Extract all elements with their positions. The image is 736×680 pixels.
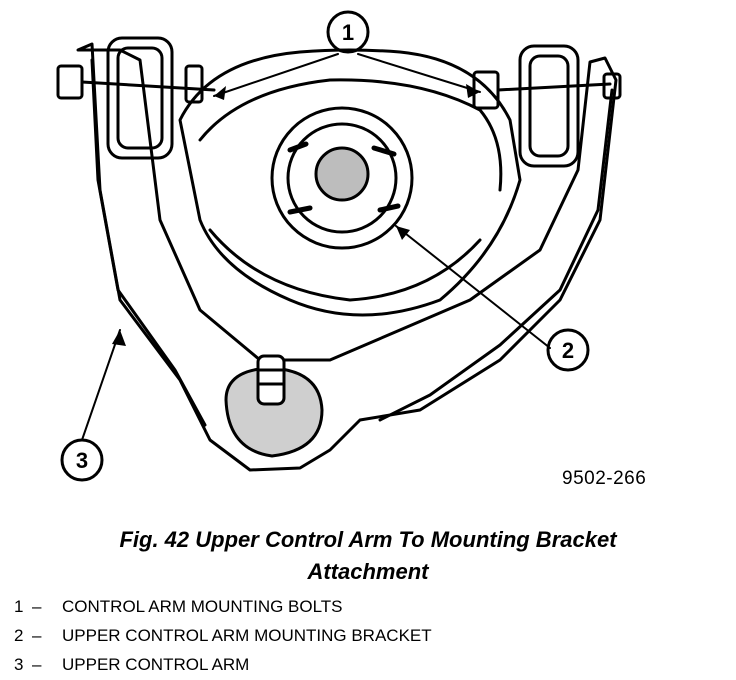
- legend-item: 3– UPPER CONTROL ARM: [14, 650, 432, 679]
- leader-line-1b: [357, 53, 481, 93]
- mounting-bracket: [178, 48, 522, 317]
- figure-code: 9502-266: [562, 468, 647, 489]
- callout-circle-2: [546, 328, 590, 372]
- figure-caption: Fig. 42 Upper Control Arm To Mounting Br…: [0, 524, 736, 588]
- callout-circle-1: [326, 10, 370, 54]
- strut-mount-outer: [270, 106, 414, 250]
- legend-text: CONTROL ARM MOUNTING BOLTS: [62, 597, 343, 616]
- right-bushing: [518, 44, 580, 168]
- arm-inner-edge-left: [90, 58, 207, 427]
- legend-item: 2– UPPER CONTROL ARM MOUNTING BRACKET: [14, 621, 432, 650]
- left-bolt: [56, 64, 84, 100]
- control-arm-illustration: 1 2 3: [56, 10, 622, 482]
- legend-dash: –: [32, 626, 42, 645]
- legend-text: UPPER CONTROL ARM MOUNTING BRACKET: [62, 626, 432, 645]
- legend-item: 1– CONTROL ARM MOUNTING BOLTS: [14, 592, 432, 621]
- left-bushing: [106, 36, 174, 160]
- legend-number: 3: [14, 655, 24, 674]
- control-arm-outline: [76, 42, 618, 472]
- leader-line-2: [395, 225, 551, 349]
- caption-line-2: Attachment: [307, 559, 429, 584]
- legend-number: 1: [14, 597, 24, 616]
- right-bolt: [472, 70, 500, 110]
- callout-label-2: 2: [562, 338, 574, 363]
- bracket-lower-edge: [208, 228, 482, 302]
- arm-inner-edge-right: [378, 88, 614, 422]
- leader-line-3: [81, 329, 121, 441]
- legend-dash: –: [32, 655, 42, 674]
- strut-mount-center: [314, 146, 370, 202]
- callout-circle-3: [60, 438, 104, 482]
- legend-number: 2: [14, 626, 24, 645]
- callout-label-1: 1: [342, 20, 354, 45]
- bracket-flange: [198, 78, 503, 192]
- legend-text: UPPER CONTROL ARM: [62, 655, 250, 674]
- caption-line-1: Fig. 42 Upper Control Arm To Mounting Br…: [119, 527, 617, 552]
- ball-joint: [224, 366, 324, 458]
- callout-label-3: 3: [76, 448, 88, 473]
- legend: 1–CONTROL ARM MOUNTING BOLTS 2–UPPER CON…: [14, 592, 432, 679]
- ball-joint-stud: [256, 354, 286, 406]
- legend-dash: –: [32, 597, 42, 616]
- leader-line-1a: [213, 53, 339, 97]
